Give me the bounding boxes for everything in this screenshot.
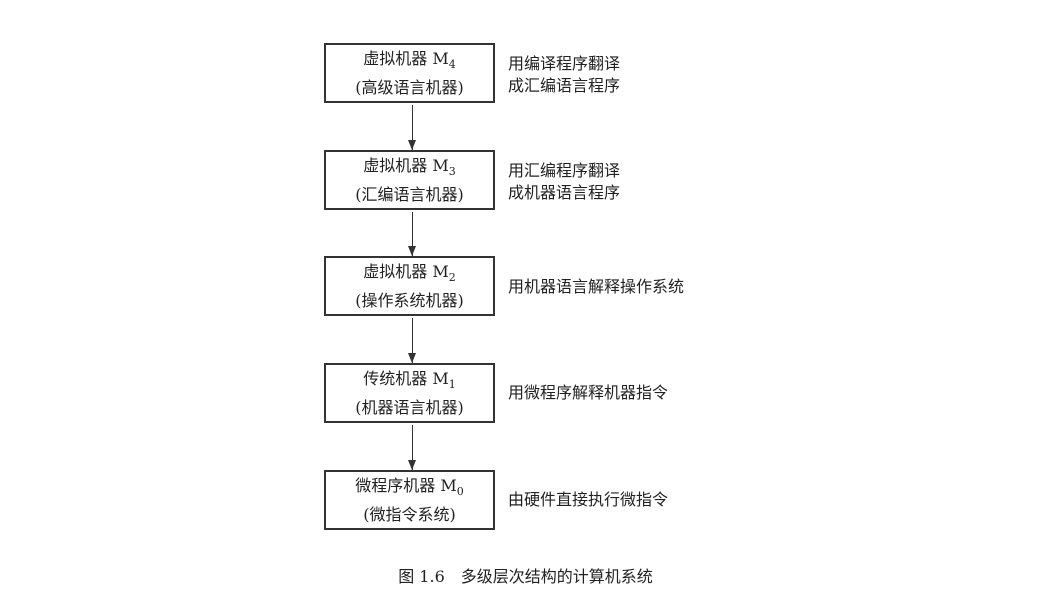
box-subscript: 0 — [456, 485, 464, 499]
level-box-m0: 微程序机器 M0(微指令系统) — [324, 470, 495, 530]
level-box-m4: 虚拟机器 M4 (高级语言机器) — [324, 43, 495, 103]
box-subscript: 4 — [448, 58, 456, 72]
box-desc: (微指令系统) — [363, 505, 456, 525]
box-desc: (汇编语言机器) — [355, 185, 464, 205]
arrow — [408, 212, 416, 256]
level-box-m3: 虚拟机器 M3 (汇编语言机器) — [324, 150, 495, 210]
note-m4: 用编译程序翻译成汇编语言程序 — [508, 54, 621, 95]
box-title: 虚拟机器 M — [363, 261, 449, 281]
box-desc: (机器语言机器) — [355, 398, 464, 418]
level-box-m1: 传统机器 M1 (机器语言机器) — [324, 363, 495, 423]
note-m0: 由硬件直接执行微指令 — [508, 490, 669, 509]
box-title: 传统机器 M — [363, 368, 449, 388]
level-box-m2: 虚拟机器 M2 (操作系统机器) — [324, 256, 495, 316]
arrow — [408, 318, 416, 363]
arrow — [408, 425, 416, 470]
box-subscript: 2 — [448, 271, 456, 285]
box-subscript: 3 — [448, 165, 456, 179]
figure-caption: 图 1.6 多级层次结构的计算机系统 — [398, 567, 653, 586]
arrow — [408, 105, 416, 150]
note-m3: 用汇编程序翻译成机器语言程序 — [508, 161, 621, 202]
box-desc: (操作系统机器) — [355, 291, 464, 311]
note-m1: 用微程序解释机器指令 — [508, 383, 669, 402]
box-title: 微程序机器 M — [355, 475, 457, 495]
box-title: 虚拟机器 M — [363, 48, 449, 68]
box-subscript: 1 — [448, 378, 456, 392]
box-title: 虚拟机器 M — [363, 155, 449, 175]
note-m2: 用机器语言解释操作系统 — [508, 277, 685, 296]
box-desc: (高级语言机器) — [355, 78, 464, 98]
